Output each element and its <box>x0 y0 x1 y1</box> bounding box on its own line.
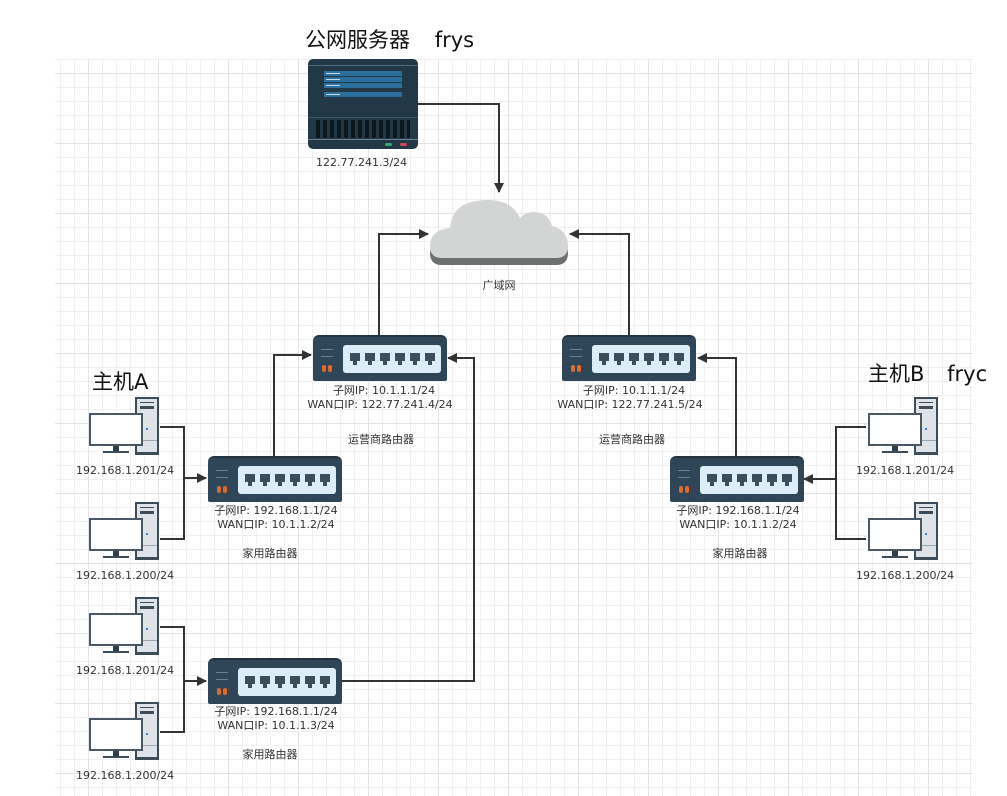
home-router-a1-subnet-ip: 子网IP: 192.168.1.1/24 <box>214 504 338 517</box>
pc-icon[interactable] <box>89 502 165 562</box>
pc-icon[interactable] <box>868 502 944 562</box>
isp-router-2-wan-ip: WAN口IP: 122.77.241.5/24 <box>557 398 703 411</box>
port-panel <box>592 345 690 373</box>
pc-b1-ip: 192.168.1.201/24 <box>856 464 955 477</box>
home-router-a2[interactable] <box>208 658 342 704</box>
isp-router-2-label: 运营商路由器 <box>599 433 665 446</box>
home-router-a1-label: 家用路由器 <box>242 547 298 560</box>
cloud-icon[interactable] <box>428 194 570 270</box>
port-panel <box>700 466 798 494</box>
isp-router-2-subnet-ip: 子网IP: 10.1.1.1/24 <box>582 384 686 397</box>
pc-icon[interactable] <box>89 597 165 657</box>
pc-b2-ip: 192.168.1.200/24 <box>856 569 955 582</box>
host-group-b-title-text: 主机B <box>868 362 925 386</box>
port-panel <box>238 668 336 696</box>
home-router-a1-wan-ip: WAN口IP: 10.1.1.2/24 <box>217 518 335 531</box>
cloud-label: 广域网 <box>482 279 516 292</box>
link-isp1-cloud <box>378 229 429 336</box>
isp-router-1-subnet-ip: 子网IP: 10.1.1.1/24 <box>332 384 436 397</box>
isp-router-1-wan-ip: WAN口IP: 122.77.241.4/24 <box>307 398 453 411</box>
port-panel <box>238 466 336 494</box>
isp-router-1[interactable] <box>313 335 447 381</box>
server-title: 公网服务器 frys <box>305 24 474 54</box>
host-group-a-title: 主机A <box>92 370 149 394</box>
pc-a1-ip: 192.168.1.201/24 <box>76 464 175 477</box>
isp-router-2[interactable] <box>562 335 696 381</box>
host-group-b-title: 主机B fryc <box>868 358 987 388</box>
home-router-b[interactable] <box>670 456 804 502</box>
pc-icon[interactable] <box>89 702 165 762</box>
link-homeA2-isp1 <box>341 353 475 682</box>
home-router-a2-wan-ip: WAN口IP: 10.1.1.3/24 <box>217 719 335 732</box>
server-tag: frys <box>434 28 475 52</box>
port-panel <box>343 345 441 373</box>
home-router-a2-label: 家用路由器 <box>242 748 298 761</box>
pc-a2-ip: 192.168.1.200/24 <box>76 569 175 582</box>
home-router-a2-subnet-ip: 子网IP: 192.168.1.1/24 <box>214 705 338 718</box>
server-icon[interactable] <box>308 59 418 149</box>
server-ip: 122.77.241.3/24 <box>316 156 408 169</box>
link-isp2-cloud <box>569 229 630 336</box>
link-homeA1-isp1 <box>273 350 312 458</box>
pc-icon[interactable] <box>868 397 944 457</box>
host-group-b-tag: fryc <box>947 362 988 386</box>
link-pcB-homeB <box>835 426 866 540</box>
home-router-a1[interactable] <box>208 456 342 502</box>
pc-icon[interactable] <box>89 397 165 457</box>
server-title-text: 公网服务器 <box>305 28 410 52</box>
link-homeB-isp2 <box>697 353 737 458</box>
home-router-b-label: 家用路由器 <box>712 547 768 560</box>
pc-a4-ip: 192.168.1.200/24 <box>76 769 175 782</box>
home-router-b-subnet-ip: 子网IP: 192.168.1.1/24 <box>676 504 800 517</box>
link-pcA2-homeA2 <box>160 626 185 733</box>
isp-router-1-label: 运营商路由器 <box>348 433 414 446</box>
link-server-cloud <box>418 103 504 193</box>
link-pcA1-homeA1 <box>160 426 185 540</box>
pc-a3-ip: 192.168.1.201/24 <box>76 664 175 677</box>
home-router-b-wan-ip: WAN口IP: 10.1.1.2/24 <box>679 518 797 531</box>
